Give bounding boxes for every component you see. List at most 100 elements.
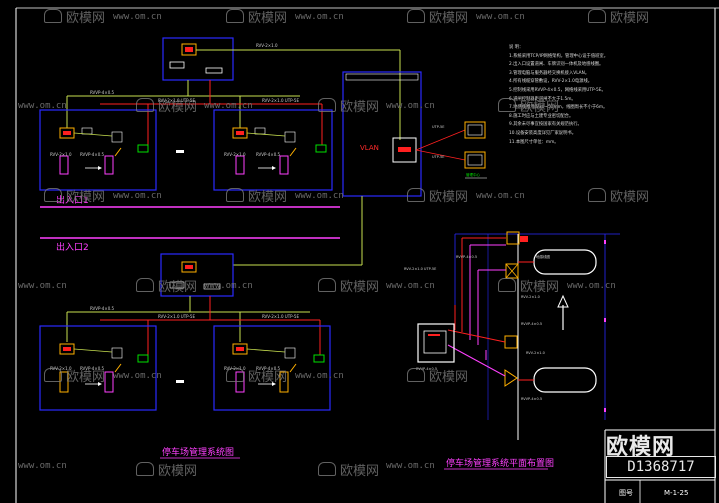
design-notes: 说 明： 1.系统采用TCP/IP网络架构，管理中心设于值班室。 2.出入口设置… [509, 44, 619, 147]
watermark-brand: 欧模网 [588, 186, 649, 205]
watermark-large-brand: 欧模网 [606, 435, 676, 460]
watermark-url: www.om.cn [113, 191, 162, 201]
watermark-logo-icon [226, 9, 244, 23]
watermark-id: D1368717 [606, 456, 716, 478]
watermark-logo-icon [407, 188, 425, 202]
watermark-logo-icon [588, 188, 606, 202]
watermark-url: www.om.cn [204, 281, 253, 291]
watermark-url: www.om.cn [386, 281, 435, 291]
note-line: 3.管理电脑与服务器经交换机接入VLAN。 [509, 70, 590, 76]
parking-plan-layout: 地感线圈 RVV-2×1.0 UTP-5E RVVP-4×0.5 RVV-2 [404, 231, 620, 440]
svg-text:RVV-2×1.0: RVV-2×1.0 [521, 295, 540, 299]
watermark-logo-icon [318, 462, 336, 476]
note-line: 5.控制线采用RVVP-4×0.5，网络线采用UTP-5E。 [509, 87, 606, 93]
drawing-number-label: 图号 [619, 489, 633, 497]
svg-text:地感线圈: 地感线圈 [536, 254, 550, 259]
watermark-brand: 欧模网 [498, 276, 559, 295]
watermark-url: www.om.cn [386, 461, 435, 471]
watermark-logo-icon [136, 98, 154, 112]
watermark-brand: 欧模网 [226, 186, 287, 205]
watermark-brand: 欧模网 [407, 366, 468, 385]
svg-text:RVV-2×1.0 UTP-5E: RVV-2×1.0 UTP-5E [262, 98, 299, 103]
vlan-cabinet [342, 71, 466, 197]
title-right: 停车场管理系统平面布置图 [446, 457, 554, 469]
svg-text:RVV-2×1.0 UTP-5E: RVV-2×1.0 UTP-5E [158, 314, 195, 319]
watermark-logo-icon [498, 98, 516, 112]
watermark-brand: 欧模网 [318, 96, 379, 115]
note-line: 8.施工时应与土建专业密切配合。 [509, 113, 574, 119]
svg-text:RVV-2×1.0 UTP-5E: RVV-2×1.0 UTP-5E [158, 98, 195, 103]
svg-text:RVVP-4×0.5: RVVP-4×0.5 [80, 152, 105, 157]
watermark-url: www.om.cn [204, 101, 253, 111]
svg-text:RVVP-4×0.5: RVVP-4×0.5 [521, 322, 542, 326]
watermark-brand: 欧模网 [498, 96, 559, 115]
svg-text:RVVP-4×0.5: RVVP-4×0.5 [256, 152, 281, 157]
watermark-brand: 欧模网 [44, 7, 105, 26]
svg-text:RVV-2×1.0: RVV-2×1.0 [50, 152, 72, 157]
watermark-url: www.om.cn [295, 12, 344, 22]
watermark-logo-icon [226, 188, 244, 202]
watermark-logo-icon [136, 278, 154, 292]
svg-text:RVVP-4×0.5: RVVP-4×0.5 [456, 255, 477, 259]
watermark-url: www.om.cn [567, 281, 616, 291]
svg-text:RVV-2×1.0: RVV-2×1.0 [526, 351, 545, 355]
watermark-logo-icon [498, 278, 516, 292]
watermark-logo-icon [318, 98, 336, 112]
watermark-logo-icon [318, 278, 336, 292]
svg-text:RVVP-4×0.5: RVVP-4×0.5 [521, 397, 542, 401]
svg-text:RVVP-4×0.5: RVVP-4×0.5 [80, 366, 105, 371]
watermark-logo-icon [588, 9, 606, 23]
svg-text:管理中心: 管理中心 [466, 172, 480, 177]
note-line: 10.设备安装高度详见厂家说明书。 [509, 130, 576, 136]
watermark-logo-icon [136, 462, 154, 476]
note-line: 7.地感线圈埋深30~50mm，线圈周长不小于6m。 [509, 105, 608, 111]
watermark-brand: 欧模网 [136, 460, 197, 479]
svg-text:RVV-2×1.0 UTP-5E: RVV-2×1.0 UTP-5E [262, 314, 299, 319]
svg-text:RVVP-4×0.5: RVVP-4×0.5 [416, 367, 437, 371]
watermark-logo-icon [226, 368, 244, 382]
svg-text:RVV-2×1.0 UTP-5E: RVV-2×1.0 UTP-5E [404, 267, 436, 271]
watermark-url: www.om.cn [476, 191, 525, 201]
watermark-brand: 欧模网 [226, 7, 287, 26]
watermark-brand: 欧模网 [226, 366, 287, 385]
watermark-brand: 欧模网 [44, 366, 105, 385]
svg-text:RVVP-4×0.5: RVVP-4×0.5 [90, 306, 115, 311]
note-line: 11.本图尺寸单位：mm。 [509, 139, 559, 145]
note-line: 4.所有线缆穿管敷设，RVV-2×1.0电源线。 [509, 79, 593, 85]
notes-heading: 说 明： [509, 45, 524, 50]
exit-2-group: RVVP-4×0.5 RVV-2×1.0 UTP-5E RVV-2×1.0 UT… [39, 253, 331, 411]
watermark-brand: 欧模网 [588, 7, 649, 26]
watermark-brand: 欧模网 [136, 96, 197, 115]
watermark-brand: 欧模网 [407, 7, 468, 26]
watermark-url: www.om.cn [113, 12, 162, 22]
watermark-url: www.om.cn [295, 191, 344, 201]
watermark-logo-icon [44, 9, 62, 23]
svg-text:RVVP-4×0.5: RVVP-4×0.5 [90, 90, 115, 95]
watermark-logo-icon [407, 9, 425, 23]
note-line: 2.出入口设置道闸、车牌识别一体机及地感线圈。 [509, 62, 604, 68]
note-line: 6.道闸控制器距道闸不大于1.5m。 [509, 96, 576, 102]
watermark-url: www.om.cn [386, 101, 435, 111]
svg-text:RVV-2×1.0: RVV-2×1.0 [224, 152, 246, 157]
watermark-brand: 欧模网 [136, 276, 197, 295]
svg-text:UTP-5E: UTP-5E [432, 155, 444, 159]
watermark-logo-icon [44, 188, 62, 202]
watermark-brand: 欧模网 [318, 276, 379, 295]
watermark-url: www.om.cn [295, 371, 344, 381]
svg-text:RVV-2×1.0: RVV-2×1.0 [50, 366, 72, 371]
watermark-url: www.om.cn [476, 12, 525, 22]
exit-1-label: 出入口1 [56, 194, 89, 206]
watermark-brand: 欧模网 [44, 186, 105, 205]
svg-text:RVV-2×1.0: RVV-2×1.0 [256, 43, 278, 48]
title-left: 停车场管理系统图 [162, 446, 234, 458]
watermark-url: www.om.cn [113, 371, 162, 381]
note-line: 9.其余未尽事宜按国家有关规范执行。 [509, 122, 582, 128]
note-line: 1.系统采用TCP/IP网络架构，管理中心设于值班室。 [509, 53, 609, 59]
exit-1-group: RVVP-4×0.5 RVV-2×1.0 UTP-5E RVV-2×1.0 UT… [39, 80, 333, 191]
watermark-brand: 欧模网 [407, 186, 468, 205]
watermark-url: www.om.cn [18, 281, 67, 291]
watermark-brand: 欧模网 [318, 460, 379, 479]
vlan-label: VLAN [360, 144, 379, 152]
watermark-logo-icon [407, 368, 425, 382]
